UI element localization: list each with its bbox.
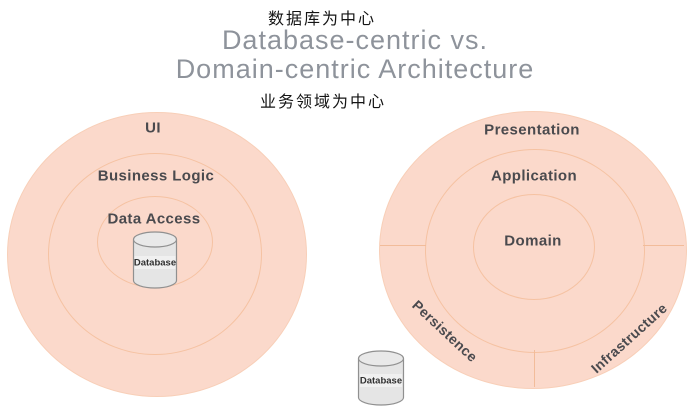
data-access-layer-label: Data Access [107, 210, 201, 228]
presentation-layer-label: Presentation [484, 121, 580, 139]
application-layer-label: Application [490, 167, 578, 185]
segment-divider-bottom [534, 350, 535, 387]
business-logic-layer-label: Business Logic [97, 167, 215, 185]
diagram-title-line1: Database-centric vs. [221, 25, 489, 55]
domain-centric-chinese-caption: 业务领域为中心 [259, 94, 387, 111]
left-database-label: Database [134, 258, 176, 269]
diagram-title: Database-centric vs. Domain-centric Arch… [176, 26, 535, 84]
ui-layer-label: UI [145, 119, 161, 137]
left-middle-ring-business-logic [48, 153, 262, 355]
right-middle-ring-application [425, 149, 645, 353]
right-database-label: Database [360, 376, 402, 387]
right-inner-ring-domain [473, 194, 595, 300]
domain-layer-label: Domain [504, 232, 562, 250]
left-database-cylinder-icon: Database [132, 231, 178, 289]
database-centric-chinese-caption: 数据库为中心 [267, 11, 377, 28]
segment-divider-left [380, 245, 426, 246]
right-database-cylinder-icon: Database [357, 350, 405, 406]
segment-divider-right [643, 245, 684, 246]
diagram-title-line2: Domain-centric Architecture [175, 54, 535, 84]
